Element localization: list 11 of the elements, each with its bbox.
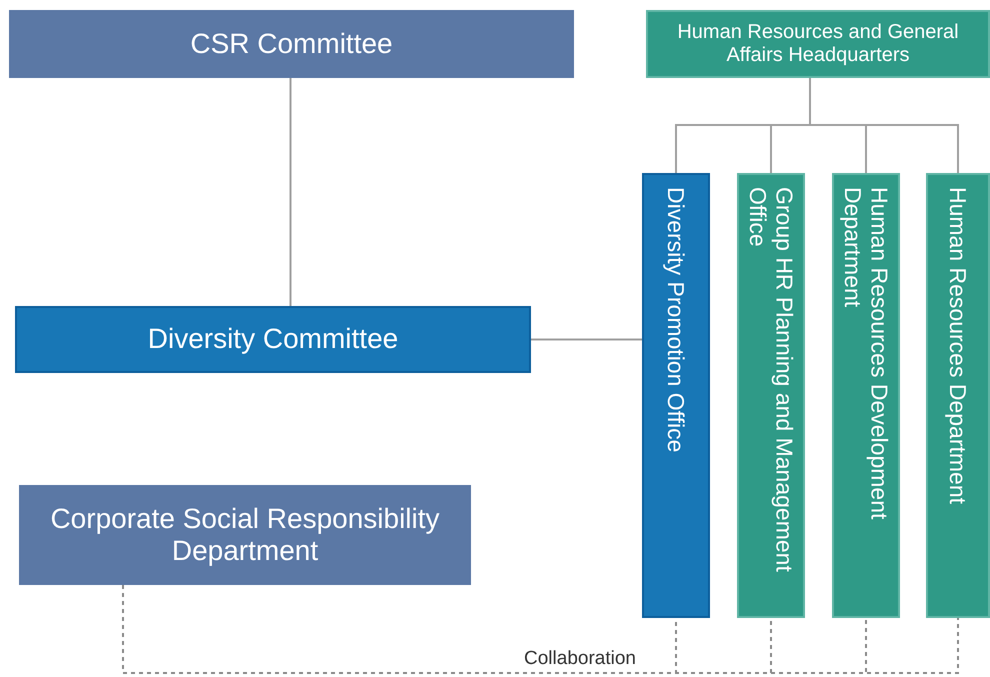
department-box: Human Resources Development Department — [832, 173, 900, 618]
office-box: Diversity Promotion Office — [642, 173, 710, 618]
department-box: Human Resources Department — [926, 173, 990, 618]
department-box: Group HR Planning and Management Office — [737, 173, 805, 618]
office-box: Diversity Committee — [15, 306, 531, 373]
connector-line — [290, 78, 292, 306]
connector-line — [809, 78, 959, 173]
department-box: Human Resources and General Affairs Headquarters — [646, 10, 990, 78]
committee-box: CSR Committee — [9, 10, 574, 78]
committee-box: Corporate Social Responsibility Department — [19, 485, 471, 585]
connector-line — [531, 338, 642, 340]
